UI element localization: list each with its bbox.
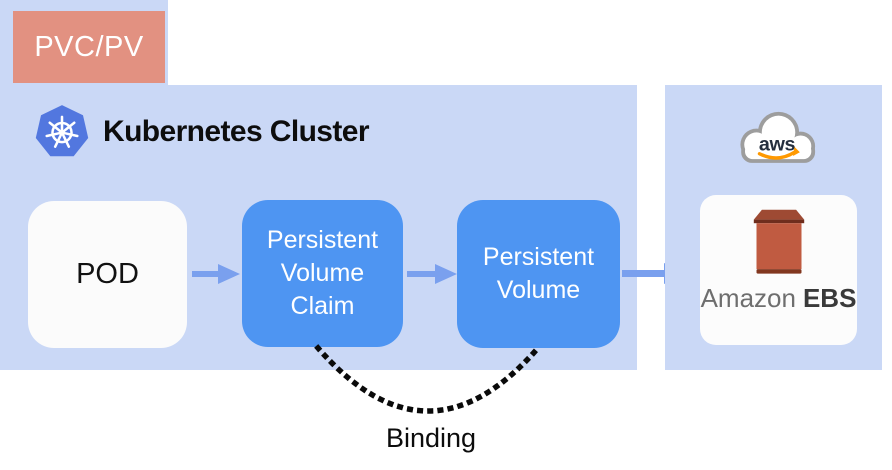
ebs-caption: Amazon EBS bbox=[701, 283, 857, 314]
ebs-card: Amazon EBS bbox=[700, 195, 857, 345]
cluster-title: Kubernetes Cluster bbox=[103, 115, 370, 148]
pvc-pv-tag: PVC/PV bbox=[13, 11, 165, 83]
ebs-caption-abbr: EBS bbox=[802, 283, 857, 313]
arrow-pod-to-pvc-icon bbox=[192, 264, 240, 284]
kubernetes-logo-icon bbox=[35, 105, 89, 157]
aws-cloud-icon: aws bbox=[740, 111, 816, 163]
persistent-volume-claim-node: Persistent Volume Claim bbox=[242, 200, 403, 347]
aws-cloud-label: aws bbox=[759, 134, 796, 156]
aws-panel: aws Amazon EBS bbox=[665, 85, 882, 370]
pod-label: POD bbox=[76, 258, 139, 290]
arrow-pvc-to-pv-icon bbox=[407, 264, 457, 284]
persistent-volume-node: Persistent Volume bbox=[457, 200, 620, 348]
ebs-volume-icon bbox=[753, 209, 804, 274]
binding-label: Binding bbox=[385, 423, 477, 453]
persistent-volume-claim-label: Persistent Volume Claim bbox=[266, 226, 379, 320]
ebs-caption-amazon: Amazon bbox=[700, 283, 796, 313]
persistent-volume-label: Persistent Volume bbox=[482, 243, 595, 304]
pod-node: POD bbox=[28, 201, 187, 348]
